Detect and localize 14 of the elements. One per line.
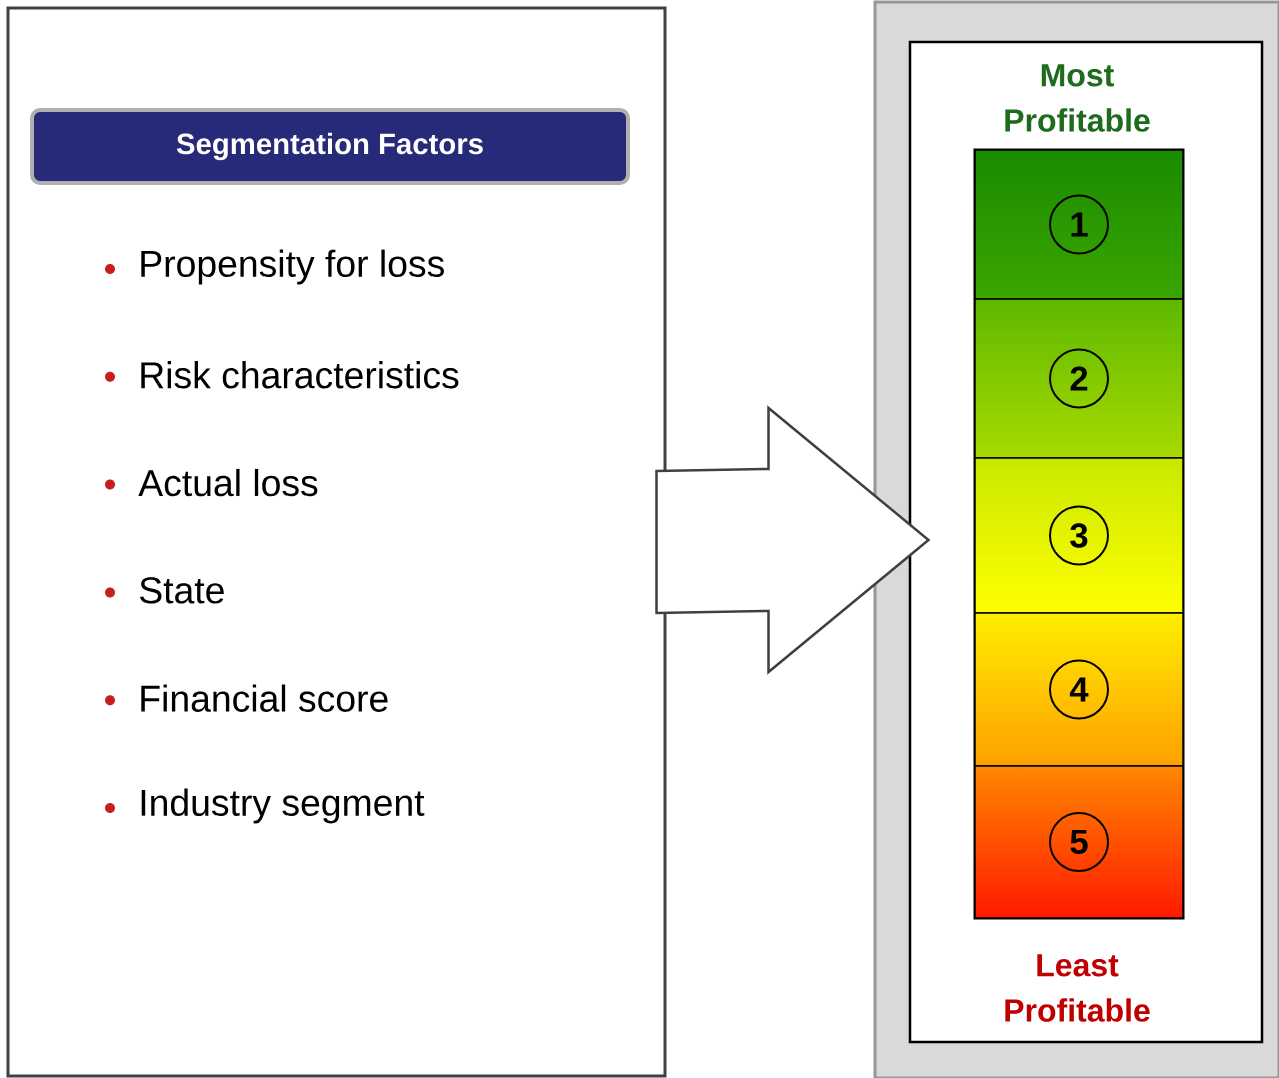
panel — [6, 6, 667, 1078]
scale-band: 1 — [974, 149, 1184, 300]
scale-band: 4 — [974, 612, 1184, 767]
scale-band: 3 — [974, 457, 1184, 614]
scale-band: 2 — [974, 298, 1184, 459]
heading-bar: Segmentation Factors — [30, 108, 630, 185]
bullet-item: Financial score — [105, 684, 388, 712]
bullet-item: State — [105, 577, 224, 604]
bullet-item: Industry segment — [105, 788, 425, 824]
scale-band: 5 — [974, 765, 1184, 919]
bullet-item: Risk characteristics — [105, 361, 459, 389]
bullet-item: Propensity for loss — [105, 249, 444, 285]
block-arrow — [655, 405, 931, 675]
bullet-item: Actual loss — [105, 468, 318, 497]
